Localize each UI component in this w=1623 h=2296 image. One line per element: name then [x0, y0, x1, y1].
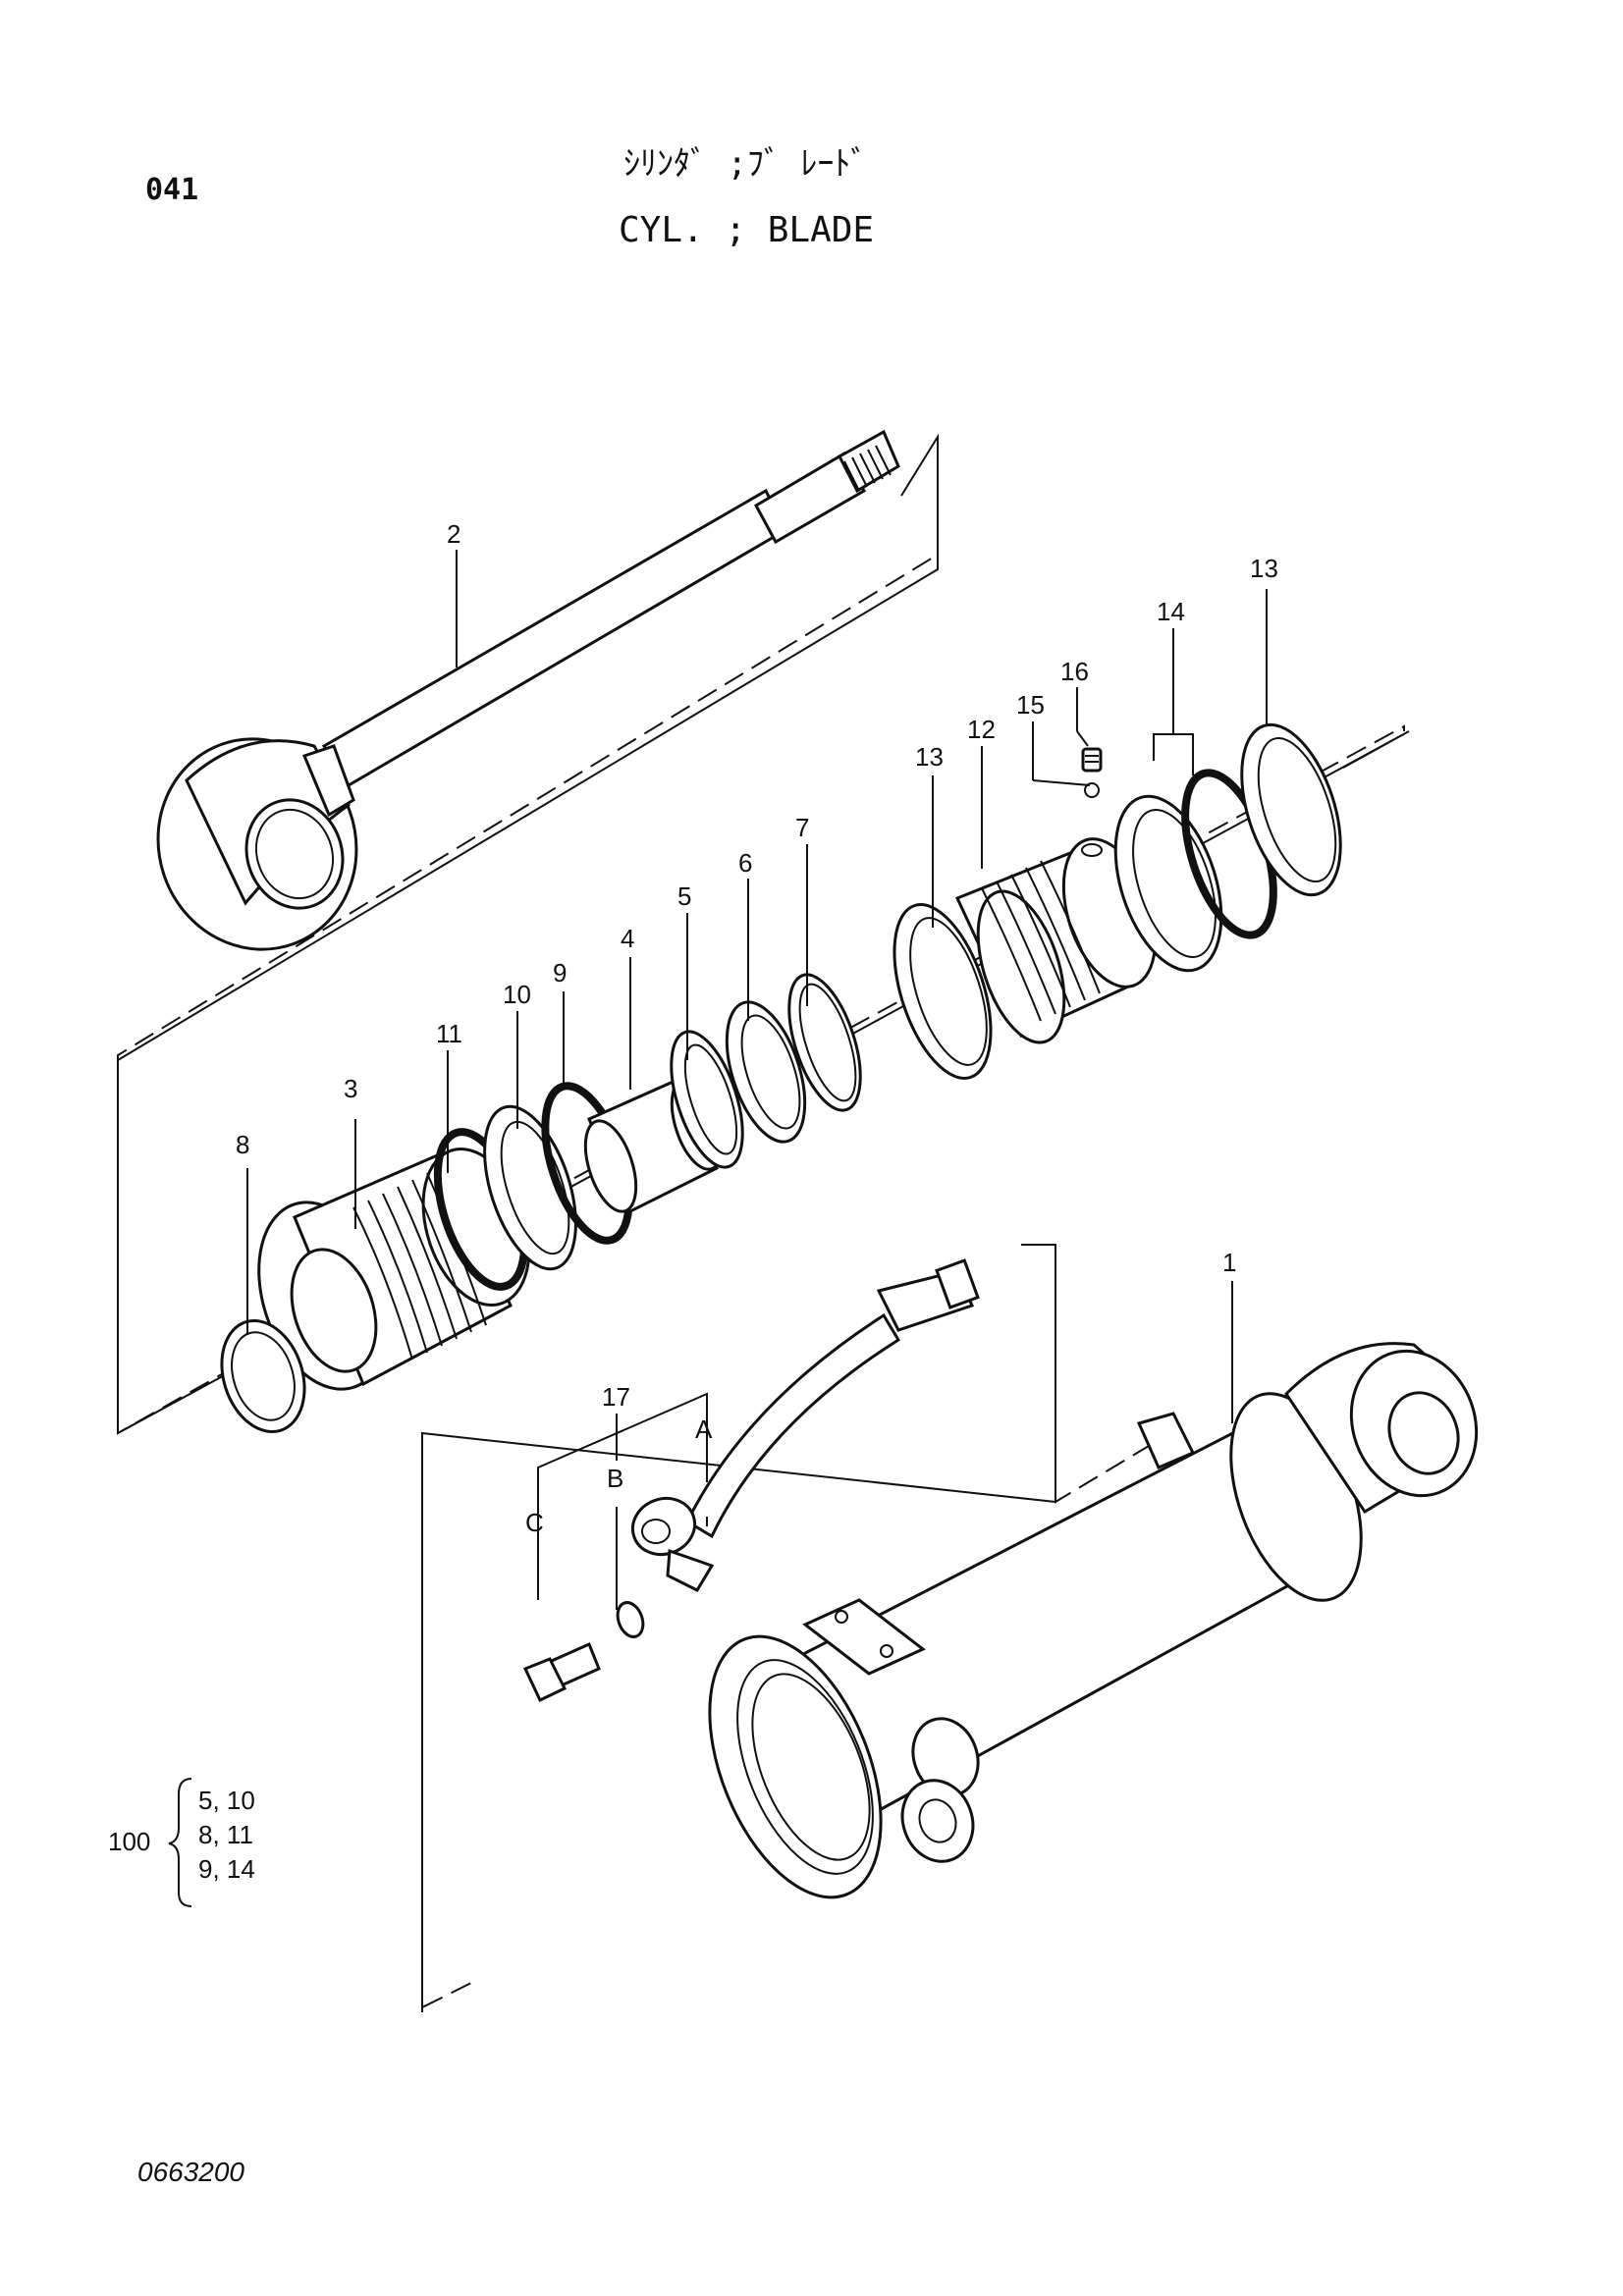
washer-6-inner — [740, 1014, 801, 1130]
callout-15: 15 — [1016, 690, 1045, 720]
slide-ring-14-inner — [1132, 808, 1217, 959]
callout-13-right: 13 — [1250, 554, 1278, 583]
ring-5-inner — [683, 1043, 738, 1155]
kit-100-group: 100 5, 10 8, 11 9, 14 — [108, 1778, 255, 1907]
bushing — [220, 1318, 306, 1434]
tube-group-enclosure-solid — [421, 1244, 1056, 2012]
kit-line-1: 5, 10 — [198, 1786, 255, 1815]
callout-10: 10 — [503, 980, 531, 1009]
callout-8: 8 — [236, 1130, 249, 1159]
callout-9: 9 — [553, 958, 567, 988]
callout-14: 14 — [1157, 597, 1185, 626]
callout-1: 1 — [1222, 1248, 1236, 1277]
callout-12: 12 — [967, 715, 996, 744]
callout-a: A — [695, 1415, 713, 1444]
callout-c: C — [525, 1508, 544, 1537]
callout-7: 7 — [795, 813, 809, 842]
drawing-number: 0663200 — [137, 2157, 244, 2187]
cylinder-tube — [708, 1342, 1479, 1899]
callout-11: 11 — [436, 1019, 462, 1048]
tube-group-enclosure-lower — [421, 1443, 472, 2009]
callout-2: 2 — [447, 519, 460, 549]
kit-line-2: 8, 11 — [198, 1820, 253, 1849]
backup-ring-10 — [483, 1104, 577, 1271]
piston-rod — [156, 429, 900, 951]
ring-5 — [670, 1030, 744, 1169]
callout-16: 16 — [1060, 657, 1089, 686]
callout-b: B — [607, 1464, 623, 1493]
callout-4: 4 — [621, 924, 634, 953]
tube-group-enclosure — [1055, 1247, 1155, 1504]
callout-6: 6 — [738, 848, 752, 878]
slide-ring-14 — [1113, 794, 1223, 973]
pipe — [630, 1258, 980, 1592]
title-english: CYL. ; BLADE — [619, 210, 874, 250]
piston — [954, 837, 1158, 1044]
snap-ring-7 — [787, 973, 862, 1112]
wear-ring-13-left — [893, 903, 993, 1080]
rod-group-enclosure-solid — [117, 433, 1410, 1435]
callout-17: 17 — [602, 1382, 630, 1412]
bolt — [522, 1641, 601, 1703]
wear-ring-13-right-inner — [1257, 737, 1337, 882]
callout-3: 3 — [344, 1074, 357, 1103]
callout-5: 5 — [677, 881, 691, 911]
steel-ball — [1084, 782, 1100, 798]
kit-brace — [168, 1778, 192, 1907]
title-japanese: ｼﾘﾝﾀﾞ ;ﾌﾞ ﾚｰﾄﾞ — [623, 144, 867, 184]
snap-ring-7-inner — [798, 983, 857, 1102]
kit-number: 100 — [108, 1827, 150, 1856]
set-screw — [1081, 747, 1103, 773]
callout-leaders — [246, 550, 1268, 1610]
wear-ring-13-right — [1240, 722, 1342, 897]
washer-6 — [725, 1000, 807, 1144]
wear-ring-13-left-inner — [909, 917, 988, 1066]
callout-13-left: 13 — [915, 742, 944, 772]
washer-17 — [616, 1601, 645, 1638]
kit-line-3: 9, 14 — [198, 1854, 255, 1884]
backup-ring-10-inner — [500, 1120, 570, 1255]
page-code: 041 — [145, 173, 198, 207]
